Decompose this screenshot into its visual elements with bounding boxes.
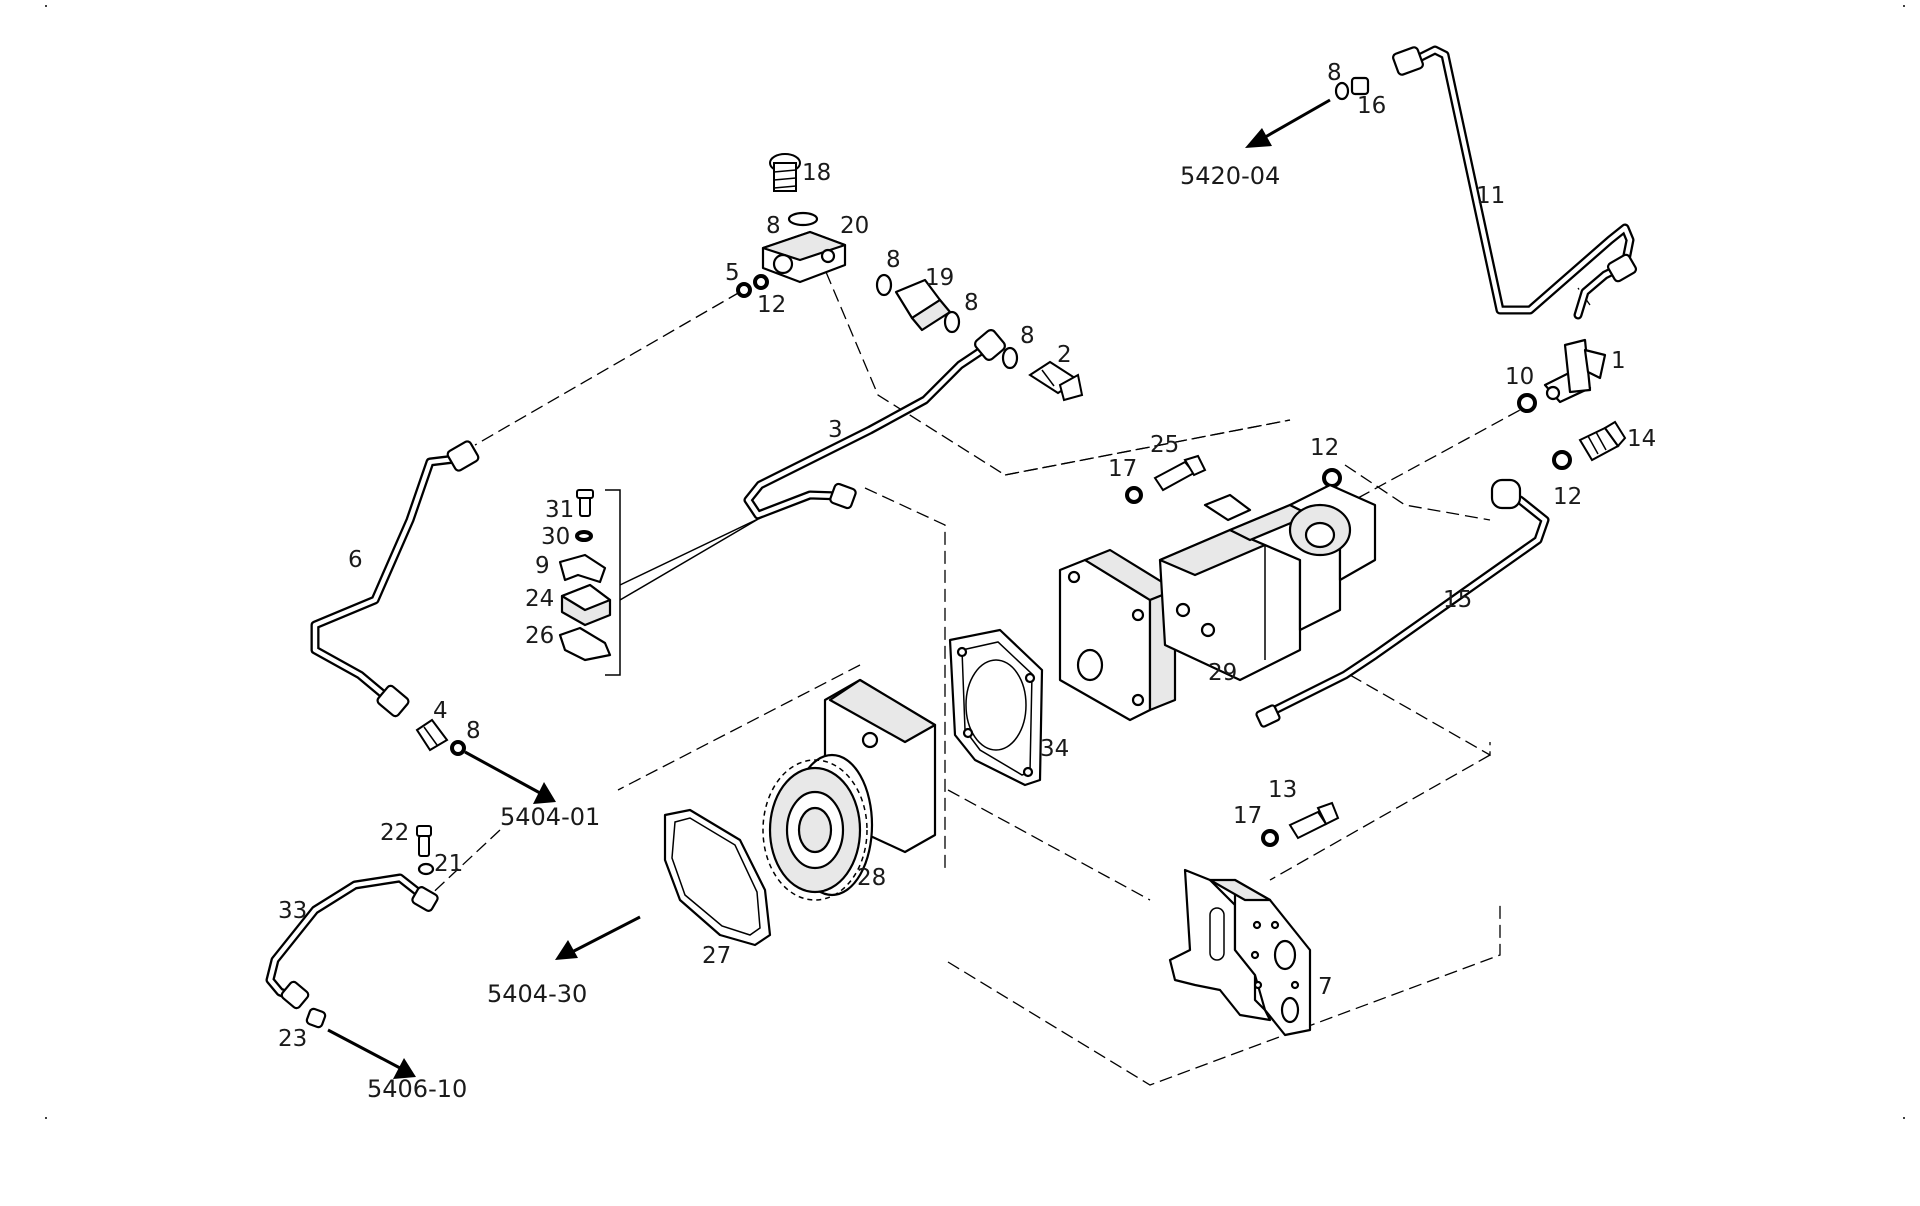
gear-teeth bbox=[762, 759, 868, 901]
seal-ring-8-left bbox=[450, 740, 466, 756]
arrow-icon bbox=[327, 1028, 416, 1079]
callout-25: 25 bbox=[1150, 432, 1179, 458]
seal-ring-12-mid bbox=[1322, 468, 1342, 488]
callout-17: 17 bbox=[1108, 456, 1137, 482]
callout-12: 12 bbox=[757, 292, 786, 318]
callout-8: 8 bbox=[766, 213, 781, 239]
callout-labels: 1 2 3 4 5 6 7 8 8 8 8 8 8 9 10 11 12 12 … bbox=[278, 60, 1656, 1052]
callout-8: 8 bbox=[1327, 60, 1342, 86]
pipe-fittings bbox=[280, 46, 1638, 1010]
callout-12: 12 bbox=[1553, 484, 1582, 510]
bolt-22 bbox=[416, 825, 432, 857]
nut-23 bbox=[305, 1007, 327, 1029]
callout-21: 21 bbox=[434, 851, 463, 877]
pipe-15 bbox=[1260, 493, 1550, 725]
seal-ring-5 bbox=[736, 282, 752, 298]
gasket-27 bbox=[663, 808, 772, 947]
seal-ring-12-left bbox=[753, 274, 769, 290]
seal-ring-21 bbox=[417, 862, 435, 876]
callout-1: 1 bbox=[1611, 348, 1626, 374]
callout-5: 5 bbox=[725, 260, 740, 286]
nut-16 bbox=[1350, 76, 1370, 96]
seal-ring-8-top bbox=[787, 211, 819, 227]
seal-ring-8-topright bbox=[1334, 81, 1350, 101]
clamp-24 bbox=[560, 583, 612, 627]
callout-26: 26 bbox=[525, 623, 554, 649]
seal-ring-8-b bbox=[943, 310, 961, 334]
arrow-icon bbox=[1245, 98, 1331, 148]
clamp-9 bbox=[558, 553, 607, 584]
banjo-bolt-14 bbox=[1578, 420, 1627, 462]
callout-27: 27 bbox=[702, 943, 731, 969]
arrow-icon bbox=[555, 915, 641, 960]
callout-34: 34 bbox=[1040, 736, 1069, 762]
seal-ring-12-right bbox=[1552, 450, 1572, 470]
callout-8: 8 bbox=[466, 718, 481, 744]
callout-15: 15 bbox=[1443, 587, 1472, 613]
callout-29: 29 bbox=[1208, 660, 1237, 686]
callout-9: 9 bbox=[535, 553, 550, 579]
callout-30: 30 bbox=[541, 524, 570, 550]
callout-8: 8 bbox=[1020, 323, 1035, 349]
mounting-bracket-7 bbox=[1168, 868, 1312, 1037]
callout-4: 4 bbox=[433, 698, 448, 724]
bolt-13 bbox=[1288, 801, 1340, 840]
banjo-bolt-18 bbox=[769, 153, 801, 192]
callout-23: 23 bbox=[278, 1026, 307, 1052]
callout-31: 31 bbox=[545, 497, 574, 523]
callout-10: 10 bbox=[1505, 364, 1534, 390]
callout-14: 14 bbox=[1627, 426, 1656, 452]
washer-17-upper bbox=[1125, 486, 1143, 504]
clamp-26 bbox=[558, 626, 612, 662]
reference-5406-10: 5406-10 bbox=[367, 1075, 467, 1103]
callout-19: 19 bbox=[925, 265, 954, 291]
reference-5420-04: 5420-04 bbox=[1180, 162, 1280, 190]
tee-fitting-1 bbox=[1543, 338, 1607, 404]
pipe-3 bbox=[743, 340, 995, 520]
callout-22: 22 bbox=[380, 820, 409, 846]
seal-ring-8-c bbox=[1001, 346, 1019, 370]
callout-8: 8 bbox=[964, 290, 979, 316]
reference-5404-30: 5404-30 bbox=[487, 980, 587, 1008]
banjo-block-20 bbox=[761, 230, 847, 284]
seal-ring-10 bbox=[1517, 393, 1537, 413]
callout-8: 8 bbox=[886, 247, 901, 273]
callout-33: 33 bbox=[278, 898, 307, 924]
pipe-11 bbox=[1410, 45, 1635, 320]
connector-4 bbox=[415, 718, 449, 752]
callout-12: 12 bbox=[1310, 435, 1339, 461]
seal-ring-8-a bbox=[875, 273, 893, 297]
corner-marks bbox=[45, 5, 1905, 1119]
washer-30 bbox=[575, 530, 593, 542]
arrow-icon bbox=[464, 750, 556, 804]
hydraulic-pump-29 bbox=[1058, 483, 1377, 722]
callout-24: 24 bbox=[525, 586, 554, 612]
callout-17: 17 bbox=[1233, 803, 1262, 829]
callout-2: 2 bbox=[1057, 342, 1072, 368]
callout-7: 7 bbox=[1318, 974, 1333, 1000]
banjo-bolt-2 bbox=[1028, 360, 1084, 402]
leader-lines bbox=[424, 271, 1591, 1086]
callout-6: 6 bbox=[348, 547, 363, 573]
callout-16: 16 bbox=[1357, 93, 1386, 119]
drive-housing-28 bbox=[762, 678, 937, 901]
section-references: 5420-04 5404-01 5404-30 5406-10 bbox=[367, 162, 1280, 1103]
parts-group-bracket bbox=[605, 489, 621, 676]
callout-3: 3 bbox=[828, 417, 843, 443]
reference-5404-01: 5404-01 bbox=[500, 803, 600, 831]
pipe-6 bbox=[310, 453, 468, 705]
screw-31 bbox=[576, 489, 594, 517]
callout-28: 28 bbox=[857, 865, 886, 891]
gasket-34 bbox=[948, 628, 1044, 787]
bolt-25 bbox=[1153, 454, 1207, 492]
washer-17-lower bbox=[1261, 829, 1279, 847]
callout-13: 13 bbox=[1268, 777, 1297, 803]
callout-18: 18 bbox=[802, 160, 831, 186]
callout-20: 20 bbox=[840, 213, 869, 239]
callout-11: 11 bbox=[1476, 183, 1505, 209]
pipe-33 bbox=[265, 873, 433, 1003]
